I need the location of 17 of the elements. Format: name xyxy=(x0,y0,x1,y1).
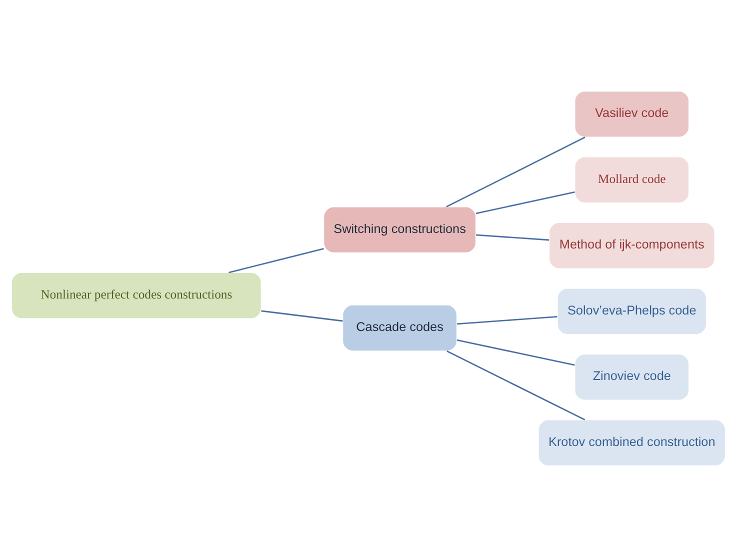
node-box: Method of ijk-components xyxy=(548,222,716,269)
connector xyxy=(456,339,575,366)
connector xyxy=(228,248,324,274)
node-box: Krotov combined construction xyxy=(538,420,726,466)
node-box: Switching constructions xyxy=(323,206,476,254)
node-box: Nonlinear perfect codes constructions xyxy=(11,272,262,319)
connector xyxy=(446,350,586,420)
connector xyxy=(446,136,586,208)
node-box: Zinoviev code xyxy=(574,354,690,400)
node-box: Cascade codes xyxy=(342,304,458,352)
node-box: Mollard code xyxy=(574,156,690,204)
node-box: Vasiliev code xyxy=(574,90,690,138)
node-box: Solov’eva-Phelps code xyxy=(557,288,707,335)
connector xyxy=(261,310,343,322)
connector xyxy=(456,316,558,325)
connector xyxy=(476,191,575,214)
connector xyxy=(476,234,550,241)
